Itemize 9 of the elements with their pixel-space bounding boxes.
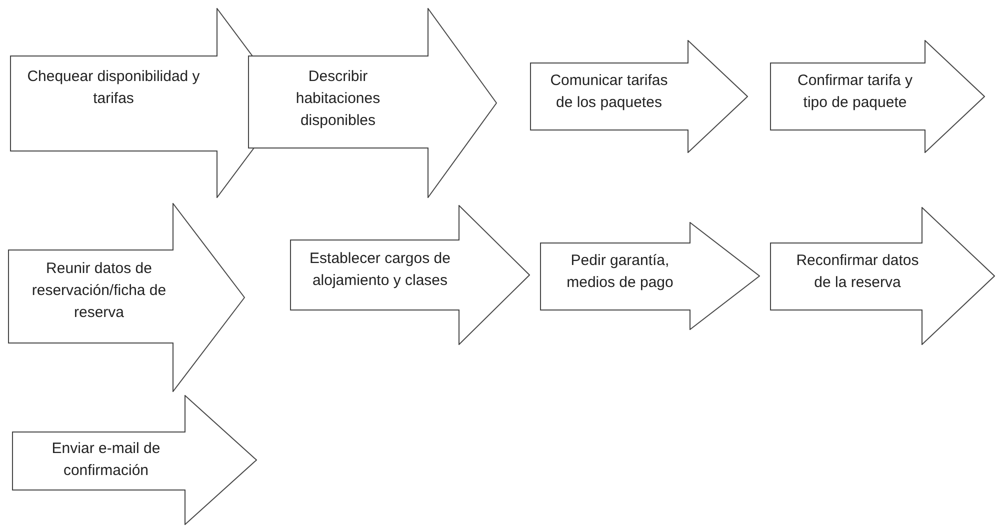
step-label: Enviar e-mail de confirmación — [50, 439, 162, 481]
step-label: Establecer cargos de alojamiento y clases — [308, 249, 452, 291]
step-label: Confirmar tarifa y tipo de paquete — [796, 71, 914, 113]
step-label: Pedir garantía, medios de pago — [566, 251, 674, 293]
step-label: Comunicar tarifas de los paquetes — [549, 71, 669, 113]
step-label: Reconfirmar datos de la reserva — [795, 251, 920, 293]
step-label: Reunir datos de reservación/ficha de reserva — [30, 259, 168, 323]
step-label: Chequear disponibilidad y tarifas — [26, 67, 201, 109]
step-label: Describir habitaciones disponibles — [294, 67, 382, 131]
